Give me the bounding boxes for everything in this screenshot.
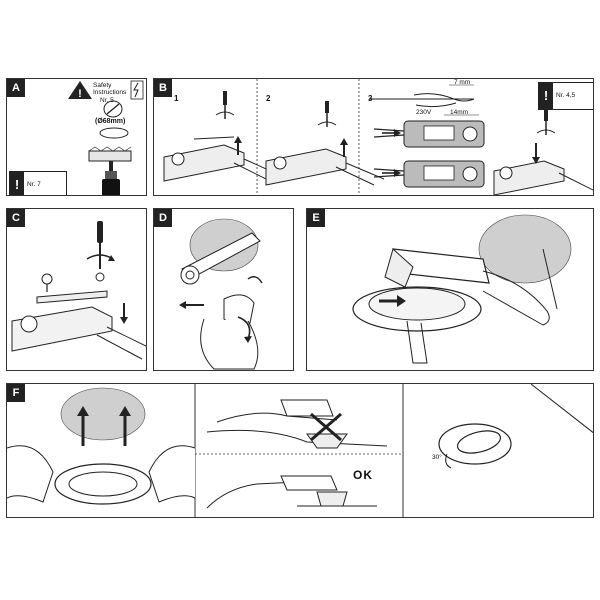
ok-label: OK [353, 468, 373, 482]
screwdriver-icon [317, 101, 337, 127]
panel-e: E [306, 208, 594, 371]
electric-shock-icon [130, 80, 144, 100]
note-ref-a: Nr. 7 [27, 181, 41, 188]
cross-out-icon [310, 412, 342, 442]
step-3-label: 3 [368, 94, 373, 103]
panel-label: B [154, 79, 172, 97]
panel-a-drawing: ! [68, 80, 144, 195]
rotate-arrow-icon [86, 254, 115, 261]
up-arrow-icon [340, 138, 348, 157]
panel-b: B [153, 78, 594, 196]
up-arrow-icon [234, 136, 242, 155]
up-arrow-icon [77, 406, 89, 446]
drill-icon [102, 161, 120, 195]
up-arrow-icon [119, 406, 131, 446]
measure-circle-icon [103, 100, 123, 118]
panel-d-drawing [179, 218, 263, 370]
note-ref-b: Nr. 4,5 [556, 92, 576, 99]
panel-c: C [6, 208, 147, 371]
panel-label: A [7, 79, 25, 97]
panel-a: A ! Safety Instructions Nr. 5 (Ø68mm) [6, 78, 147, 196]
dim-7mm-label: 7 mm [454, 79, 471, 86]
right-arrow-icon [382, 169, 401, 177]
down-arrow-icon [532, 143, 540, 164]
panel-b-drawing [163, 79, 593, 195]
rotate-arrow-icon [237, 316, 252, 343]
tilt-angle-label: 30° [432, 454, 442, 461]
voltage-label: 230V [416, 109, 432, 116]
panel-label: C [7, 209, 25, 227]
caution-exclamation-icon: ! [539, 83, 553, 109]
screwdriver-icon [536, 109, 556, 135]
panel-f-drawing [7, 384, 593, 517]
panel-label: D [154, 209, 172, 227]
panel-e-drawing [352, 214, 572, 364]
right-arrow-icon [379, 295, 406, 307]
note-box-a: ! Nr. 7 [9, 171, 67, 195]
step-1-label: 1 [174, 94, 179, 103]
screwdriver-icon [97, 221, 103, 269]
panel-label: F [7, 384, 25, 402]
right-arrow-icon [382, 129, 401, 137]
caution-exclamation-icon: ! [10, 172, 24, 195]
down-arrow-icon [120, 303, 128, 324]
screwdriver-icon [215, 91, 235, 119]
panel-label: E [307, 209, 325, 227]
safety-ref-label: Nr. 5 [100, 97, 114, 104]
panel-c-drawing [11, 221, 146, 360]
left-arrow-icon [179, 301, 204, 309]
svg-text:!: ! [78, 88, 82, 100]
dim-14mm-label: 14mm [450, 109, 469, 116]
warning-icon: ! [68, 81, 92, 100]
note-box-b: ! Nr. 4,5 [538, 82, 593, 110]
rotate-arrow-icon [247, 276, 263, 284]
panel-d: D [153, 208, 294, 371]
step-2-label: 2 [266, 94, 271, 103]
diameter-label: (Ø68mm) [95, 118, 126, 125]
panel-f: F OK 30° [6, 383, 594, 518]
safety-instructions-label: Safety Instructions [93, 82, 127, 96]
